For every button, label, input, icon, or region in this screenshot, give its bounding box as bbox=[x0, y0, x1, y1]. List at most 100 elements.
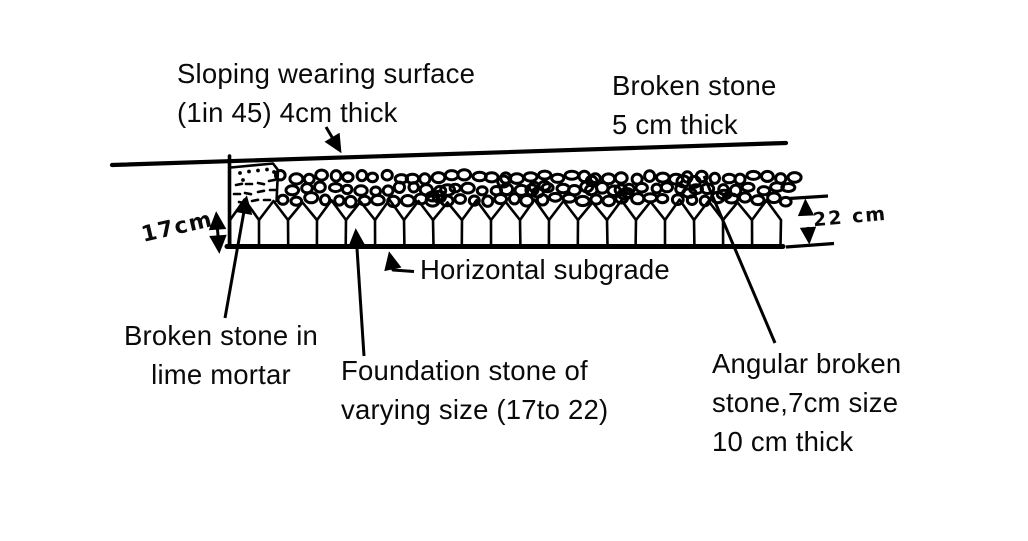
broken-stone bbox=[756, 185, 772, 197]
broken-stone bbox=[314, 168, 330, 182]
broken-stone bbox=[670, 193, 685, 207]
mortar-dash bbox=[267, 178, 277, 183]
broken-stone bbox=[381, 184, 395, 197]
broken-stone bbox=[507, 192, 521, 206]
broken-stone bbox=[370, 193, 386, 207]
broken-stone bbox=[341, 171, 355, 184]
broken-stone bbox=[453, 193, 468, 205]
broken-stone bbox=[498, 182, 515, 197]
mortar-dot bbox=[241, 178, 245, 182]
foundation-stone-leader-arrow bbox=[348, 228, 366, 357]
label-broken-stone-line1: Broken stone bbox=[612, 70, 777, 101]
broken-stone bbox=[537, 169, 553, 181]
label-broken-stone-line2: 5 cm thick bbox=[612, 109, 738, 140]
broken-stone bbox=[589, 193, 604, 206]
broken-stone bbox=[443, 169, 460, 182]
broken-stone bbox=[467, 194, 481, 207]
broken-stone bbox=[353, 184, 369, 197]
broken-stone bbox=[430, 171, 447, 185]
broken-stone bbox=[561, 192, 577, 204]
broken-stone bbox=[780, 182, 797, 193]
broken-stone bbox=[288, 172, 305, 186]
broken-stone bbox=[303, 191, 320, 205]
broken-stone bbox=[778, 195, 793, 208]
subgrade-hook-arrow bbox=[384, 251, 415, 273]
broken-stone bbox=[745, 169, 762, 181]
broken-stone bbox=[475, 185, 489, 197]
mortar-dash bbox=[256, 189, 266, 194]
mortar-dash bbox=[250, 198, 260, 203]
broken-stone bbox=[737, 191, 753, 204]
broken-stone bbox=[276, 193, 290, 206]
broken-stone bbox=[650, 182, 663, 195]
foundation-stones bbox=[228, 198, 783, 247]
angular-stone-leader-line bbox=[702, 175, 777, 344]
broken-stone bbox=[481, 194, 495, 208]
broken-stone bbox=[289, 195, 304, 207]
mortar-dash bbox=[234, 182, 244, 187]
broken-stone bbox=[601, 194, 617, 208]
label-sloping-line2: (1in 45) 4cm thick bbox=[177, 97, 398, 128]
broken-stone bbox=[341, 183, 354, 196]
mortar-dot bbox=[238, 171, 242, 175]
label-broken-stone: Broken stone 5 cm thick bbox=[612, 66, 776, 144]
broken-stone bbox=[274, 169, 287, 182]
label-angular-line1: Angular broken bbox=[712, 348, 902, 379]
broken-stone bbox=[357, 194, 372, 207]
broken-stone bbox=[642, 192, 659, 204]
broken-stone bbox=[574, 194, 591, 208]
mortar-dot bbox=[256, 168, 260, 173]
label-horizontal-subgrade: Horizontal subgrade bbox=[420, 254, 670, 285]
broken-stone bbox=[519, 194, 535, 208]
broken-stone bbox=[493, 193, 509, 206]
broken-stone bbox=[496, 174, 512, 189]
broken-stone bbox=[313, 180, 327, 194]
broken-stone bbox=[643, 169, 657, 184]
broken-stone bbox=[721, 172, 737, 185]
broken-stone bbox=[333, 194, 346, 207]
dimension-22cm-top-bar bbox=[788, 194, 829, 201]
broken-stone bbox=[343, 194, 358, 209]
broken-stone bbox=[524, 183, 540, 197]
broken-stone bbox=[613, 171, 629, 185]
broken-stone bbox=[786, 171, 803, 184]
broken-stone bbox=[634, 181, 649, 194]
broken-stone bbox=[681, 187, 698, 199]
broken-stone bbox=[760, 169, 775, 183]
broken-stone-layer bbox=[274, 168, 803, 209]
label-foundation-line1: Foundation stone of bbox=[341, 355, 588, 386]
broken-stone bbox=[328, 182, 344, 194]
broken-stone bbox=[733, 172, 747, 186]
label-lime-mortar: Broken stone in lime mortar bbox=[100, 316, 342, 394]
broken-stone bbox=[456, 168, 473, 182]
dimension-22cm-bottom-bar bbox=[785, 241, 835, 249]
broken-stone bbox=[366, 171, 379, 184]
broken-stone bbox=[407, 181, 420, 194]
lime-mortar-dots bbox=[232, 167, 278, 205]
broken-stone bbox=[766, 191, 782, 205]
broken-stone bbox=[740, 181, 756, 193]
broken-stone bbox=[708, 171, 721, 185]
broken-stone bbox=[715, 188, 733, 201]
broken-stone bbox=[460, 181, 476, 195]
broken-stone bbox=[698, 194, 712, 208]
broken-stone bbox=[319, 193, 332, 207]
dimension-22cm-up-arrow bbox=[797, 198, 815, 217]
broken-stone bbox=[380, 168, 394, 182]
label-angular-line3: 10 cm thick bbox=[712, 426, 854, 457]
dimension-17cm-arrow bbox=[208, 211, 227, 254]
broken-stone bbox=[675, 174, 692, 189]
label-sloping-wearing-surface: Sloping wearing surface (1in 45) 4cm thi… bbox=[177, 54, 475, 132]
label-sloping-line1: Sloping wearing surface bbox=[177, 58, 476, 89]
sloping-surface-line bbox=[109, 140, 789, 168]
mortar-dot bbox=[247, 169, 251, 174]
broken-stone bbox=[750, 194, 766, 207]
broken-stone bbox=[355, 169, 369, 183]
mortar-dot bbox=[265, 167, 269, 172]
broken-stone bbox=[392, 180, 406, 195]
broken-stone bbox=[563, 169, 580, 181]
broken-stone bbox=[550, 172, 566, 184]
broken-stone bbox=[508, 172, 526, 185]
